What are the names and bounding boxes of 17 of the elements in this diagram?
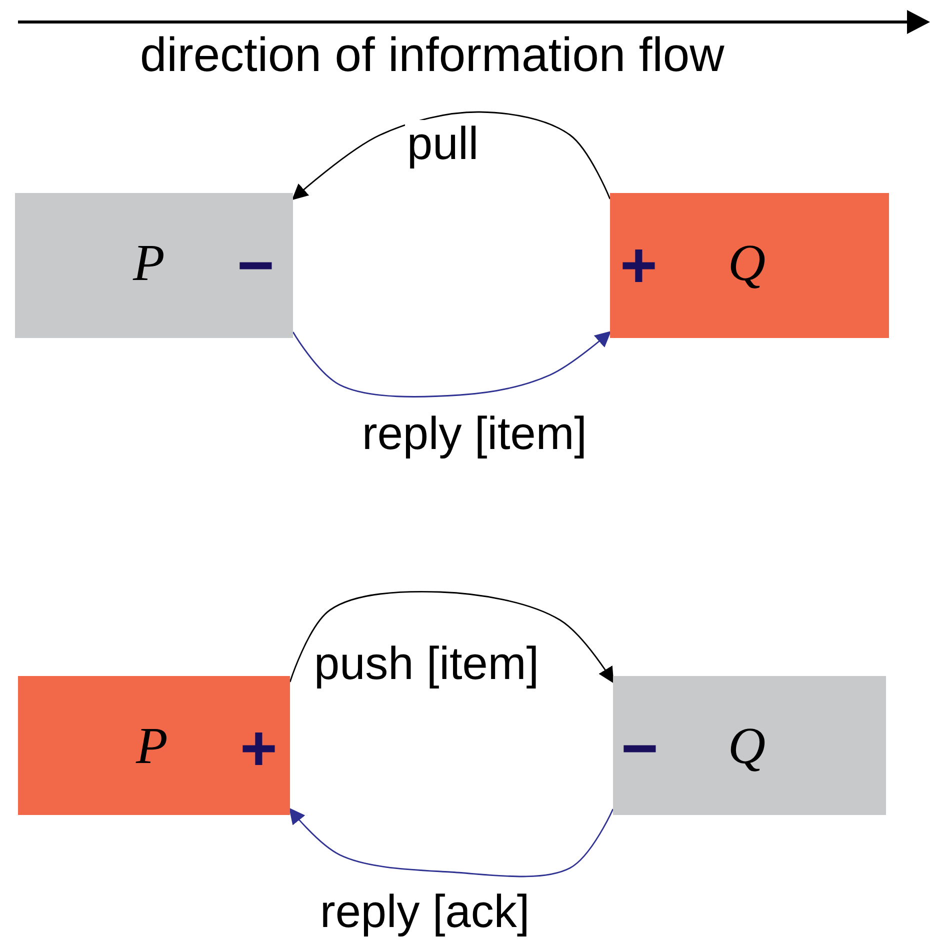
polarity-sign: + <box>240 716 278 780</box>
polarity-sign: − <box>237 233 274 297</box>
process-box <box>610 193 889 338</box>
variable-label: Q <box>728 238 766 290</box>
polarity-sign: + <box>620 233 658 297</box>
arrow <box>292 330 612 398</box>
process-box <box>15 193 293 338</box>
process-box <box>18 676 290 815</box>
direction-label: direction of information flow <box>140 32 724 80</box>
variable-label: P <box>133 238 165 290</box>
process-box <box>613 676 886 815</box>
polarity-sign: − <box>621 716 658 780</box>
arrow <box>292 111 611 200</box>
variable-label: Q <box>728 721 766 773</box>
arrow <box>289 808 614 878</box>
arrow <box>289 590 614 684</box>
variable-label: P <box>136 721 168 773</box>
